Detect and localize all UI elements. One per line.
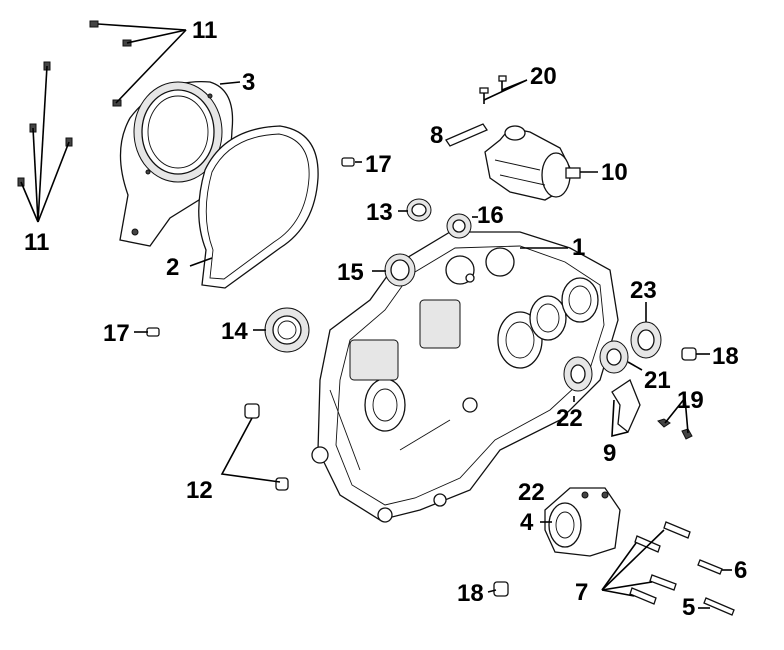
part-16-seal: [446, 213, 472, 239]
callout-3: 3: [242, 69, 255, 96]
part-22-bearing: [563, 356, 593, 392]
callout-11-top: 11: [192, 17, 217, 44]
callout-16: 16: [477, 202, 504, 229]
callout-21: 21: [644, 367, 671, 394]
callout-17-lower: 17: [103, 320, 130, 347]
part-7-bolts: [629, 521, 691, 605]
part-18-dowel-upper: [681, 347, 697, 361]
part-21-bearing: [599, 340, 629, 374]
part-18-dowel-lower: [493, 581, 509, 597]
part-3-cover-plate: [119, 80, 234, 247]
callout-5: 5: [682, 594, 695, 621]
part-4-holder: [544, 487, 621, 557]
part-20-screws: [479, 75, 507, 104]
part-5-pin: [703, 597, 735, 616]
callout-4: 4: [520, 509, 534, 536]
callout-23: 23: [630, 277, 657, 304]
callout-15: 15: [337, 259, 364, 286]
callout-8: 8: [430, 122, 443, 149]
part-2-gasket: [198, 125, 319, 289]
part-17-pin-lower: [146, 327, 160, 337]
part-6-pin: [697, 559, 723, 575]
callout-9: 9: [603, 440, 616, 467]
callout-20: 20: [530, 63, 557, 90]
leader-lines: [20, 23, 732, 609]
part-17-pin-upper: [341, 157, 355, 167]
callout-13: 13: [366, 199, 393, 226]
part-12-dowels: [244, 403, 289, 491]
callout-2: 2: [166, 254, 179, 281]
callout-19: 19: [677, 387, 704, 414]
part-8-bracket: [445, 123, 488, 147]
part-13-seal: [406, 198, 432, 222]
callout-17-upper: 17: [365, 151, 392, 178]
part-9-plate: [611, 379, 641, 434]
callout-labels: 1 2 3 4 5 6 7 8 9 10 11 11 12 13 14 15 1…: [24, 17, 747, 621]
part-14-seal: [264, 307, 310, 353]
callout-6: 6: [734, 557, 747, 584]
callout-1: 1: [572, 234, 585, 261]
callout-14: 14: [221, 318, 248, 345]
callout-11-left: 11: [24, 229, 49, 256]
callout-18-upper: 18: [712, 343, 739, 370]
callout-10: 10: [601, 159, 628, 186]
part-1-crankcase: [311, 231, 619, 523]
callout-18-lower: 18: [457, 580, 484, 607]
callout-7: 7: [575, 579, 588, 606]
part-15-seal: [384, 253, 416, 287]
part-10-starter-motor: [484, 125, 581, 201]
part-23-bearing: [630, 321, 662, 359]
callout-12: 12: [186, 477, 213, 504]
callout-22-lower: 22: [518, 479, 545, 506]
callout-22-mid: 22: [556, 405, 583, 432]
